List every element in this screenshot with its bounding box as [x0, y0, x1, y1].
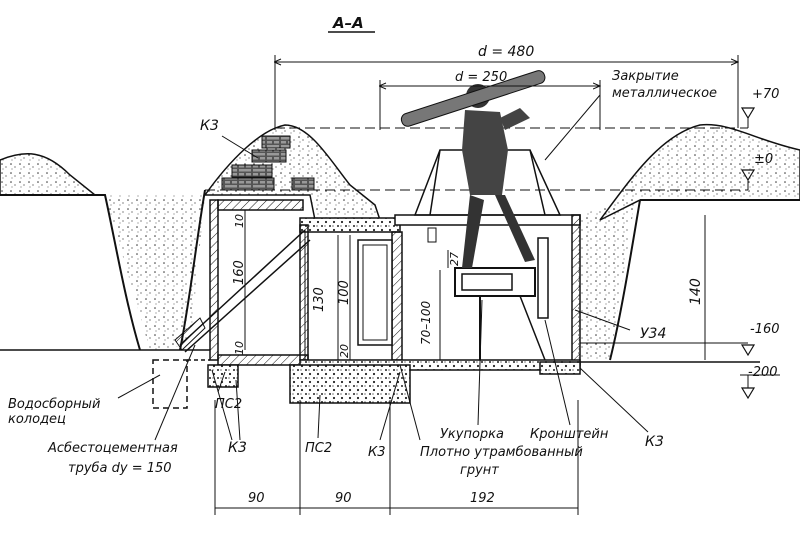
dim-h160: 160 [232, 260, 247, 285]
label-k3-top: К3 [200, 118, 219, 134]
label-soil-line: Плотно утрамбованный [420, 445, 583, 460]
dim-h20: 20 [338, 344, 351, 358]
dim-h10: 10 [233, 214, 246, 228]
right-mound [599, 123, 800, 221]
label-k3-left: К3 [228, 440, 247, 456]
ramp-2 [184, 239, 311, 353]
level-zero: ±0 [754, 152, 773, 167]
right-backfill [578, 200, 635, 360]
dim-w192: 192 [470, 491, 495, 506]
level-p70: +70 [752, 87, 779, 102]
brick-parapet-1 [261, 135, 291, 149]
left-wall [209, 199, 219, 361]
label-pipe: Асбестоцементная труба dу = 150 [47, 441, 182, 476]
inner-opening [357, 239, 393, 346]
label-pipe-line-2: труба dу = 150 [68, 461, 172, 476]
dim-w90a: 90 [248, 491, 265, 506]
dim-h130: 130 [312, 287, 327, 312]
drain-well [152, 359, 188, 409]
dim-d480: d = 480 [478, 44, 534, 60]
dim-h100: 100 [337, 280, 352, 305]
label-k3-right: К3 [645, 434, 664, 450]
level-m160: -160 [750, 322, 780, 337]
foundation-right [539, 361, 581, 375]
label-bracket: Кронштейн [530, 427, 609, 442]
left-embankment [105, 195, 205, 350]
label-ps2-mid: ПС2 [305, 441, 332, 456]
bracket [537, 237, 549, 319]
label-k3-mid: К3 [368, 445, 386, 460]
dim-h70-100: 70–100 [419, 300, 433, 345]
soldier-figure [400, 70, 546, 268]
label-ps2-left: ПС2 [215, 397, 242, 412]
dim-h140: 140 [688, 278, 704, 305]
section-title: А–А [332, 14, 364, 32]
brick-parapet-3 [231, 164, 273, 178]
foundation-mid [289, 364, 411, 404]
label-u34: У34 [640, 326, 666, 342]
dim-h27: 27 [448, 252, 461, 266]
pedestal [454, 267, 536, 297]
label-soil: Плотно утрамбованный грунт [420, 445, 587, 478]
level-m200: -200 [748, 365, 778, 380]
right-wall [571, 214, 581, 366]
floor-slab-left [217, 354, 309, 366]
left-mound [0, 153, 98, 196]
brick-parapet-2 [251, 149, 287, 163]
label-soil-line-2: грунт [460, 463, 499, 478]
label-pipe-line: Асбестоцементная [47, 441, 178, 456]
inner-wall [391, 231, 403, 361]
top-slab-left [217, 199, 304, 211]
dim-d250: d = 250 [455, 70, 507, 85]
label-cover-line: Закрытие [612, 69, 679, 84]
parapet-mound [203, 124, 382, 221]
label-packing: Укупорка [440, 427, 504, 442]
brick-parapet-5 [291, 177, 315, 191]
foundation-left [207, 364, 239, 388]
roof-slab-right [394, 214, 581, 226]
dim-w90b: 90 [335, 491, 352, 506]
label-cover: Закрытие металлическое [612, 69, 717, 101]
label-well-line-2: колодец [8, 412, 66, 427]
roof-slab [299, 217, 401, 233]
dim-h10b: 10 [233, 341, 246, 355]
brick-parapet-4 [221, 177, 275, 191]
label-well-line: Водосборный [8, 397, 100, 412]
ramp-hatch [174, 317, 206, 351]
label-well: Водосборный колодец [8, 397, 105, 427]
label-cover-line-2: металлическое [612, 86, 717, 101]
